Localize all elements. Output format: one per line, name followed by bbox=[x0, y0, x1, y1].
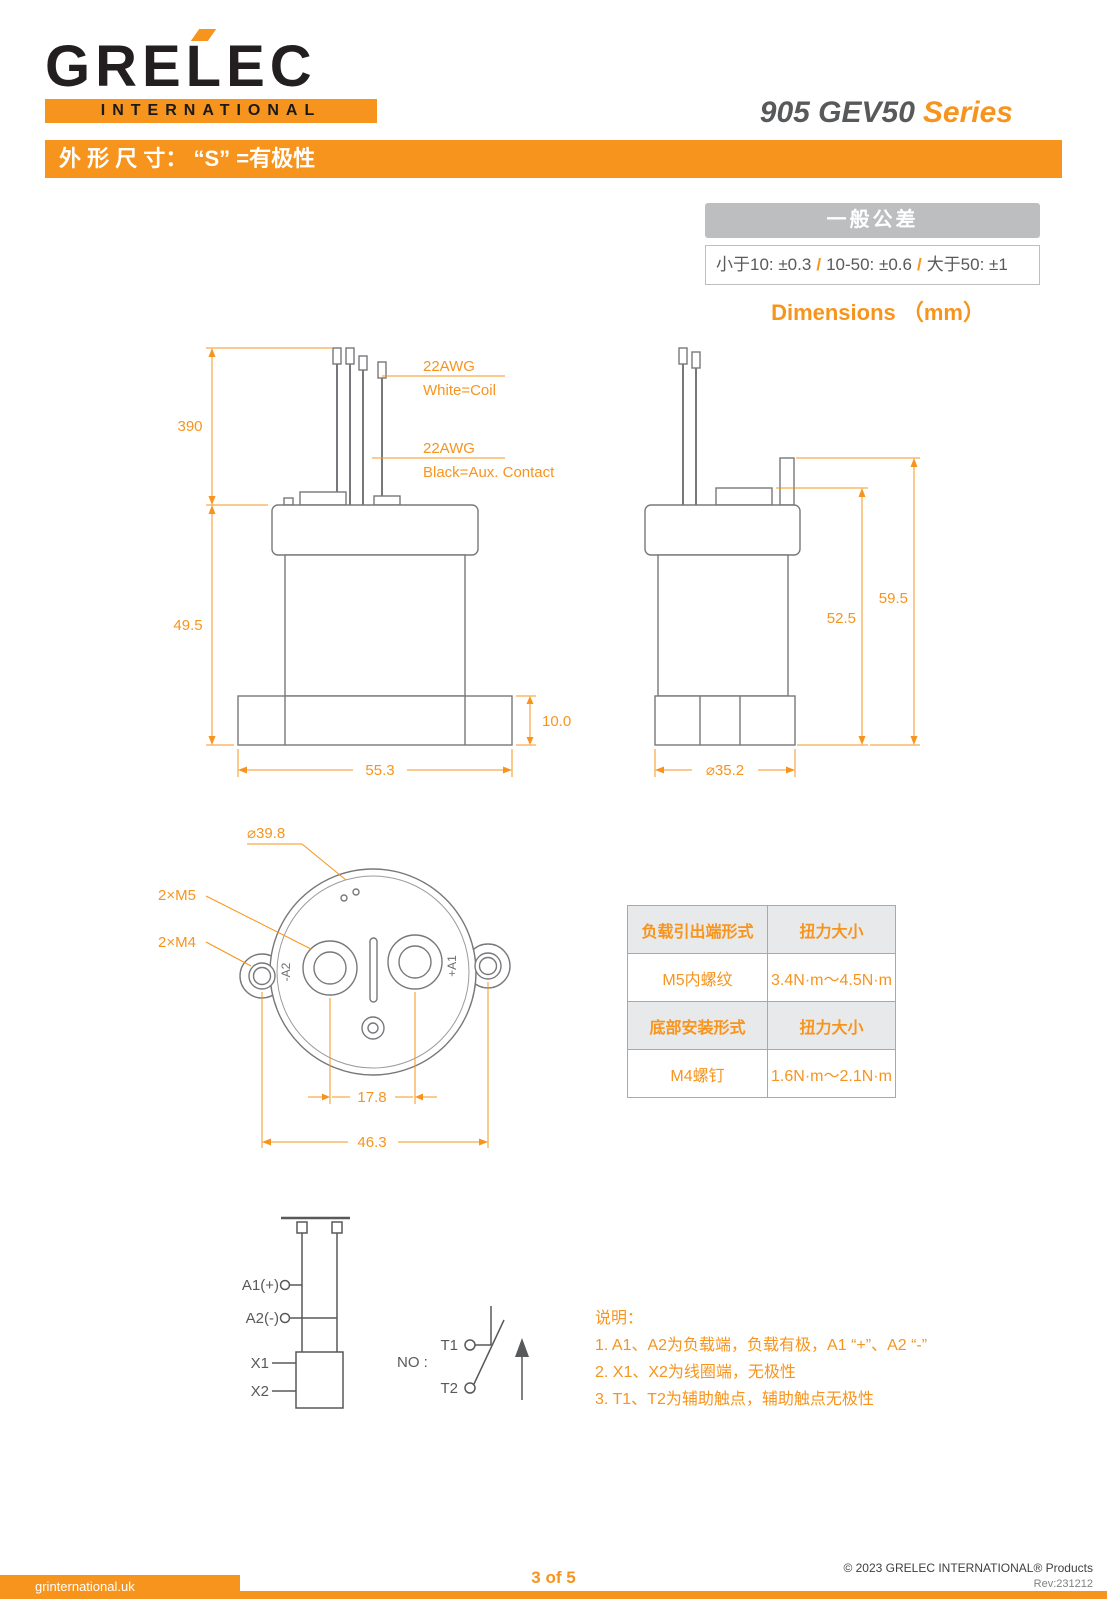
svg-text:52.5: 52.5 bbox=[827, 610, 856, 627]
dimensions-title: Dimensions （mm） bbox=[771, 300, 985, 325]
torque-table: 负载引出端形式 扭力大小 M5内螺纹 3.4N·m～4.5N·m 底部安装形式 … bbox=[627, 905, 896, 1098]
center-slot bbox=[369, 937, 378, 1003]
side-wires bbox=[678, 347, 701, 505]
terminal-a2-symbol: A2(-) bbox=[246, 1310, 337, 1327]
front-view-drawing: 22AWG White=Coil 22AWG Black=Aux. Contac… bbox=[173, 347, 571, 779]
svg-text:T2: T2 bbox=[440, 1380, 458, 1397]
logo-wordmark: GRELEC bbox=[45, 34, 317, 99]
torque-cell-m5: M5内螺纹 bbox=[627, 953, 768, 1002]
dim-total-height: 59.5 bbox=[796, 457, 920, 746]
svg-text:X2: X2 bbox=[251, 1383, 269, 1400]
footer-page-number: 3 of 5 bbox=[531, 1568, 576, 1587]
aux-contact-symbol: NO : T1 T2 bbox=[397, 1306, 529, 1400]
notes-block: 说明： 1. A1、A2为负载端，负载有极，A1 “+”、A2 “-” 2. X… bbox=[595, 1305, 927, 1413]
table-row: M4螺钉 1.6N·m～2.1N·m bbox=[627, 1049, 896, 1098]
tolerance-title: 一般公差 bbox=[705, 203, 1040, 238]
svg-text:⌀39.8: ⌀39.8 bbox=[247, 825, 285, 842]
aux-wire-gauge-label: 22AWG bbox=[423, 440, 475, 457]
section-banner: 外 形 尺 寸： “S” =有极性 bbox=[45, 140, 1062, 178]
svg-text:10.0: 10.0 bbox=[542, 713, 571, 730]
svg-text:59.5: 59.5 bbox=[879, 590, 908, 607]
footer-copyright: © 2023 GRELEC INTERNATIONAL® Products bbox=[843, 1561, 1093, 1575]
table-row: 负载引出端形式 扭力大小 bbox=[627, 905, 896, 954]
coil-wire-label: White=Coil bbox=[423, 382, 496, 399]
terminal-marking-a1: +A1 bbox=[445, 955, 459, 977]
label-terminal-thread: 2×M5 bbox=[158, 887, 312, 950]
terminal-a1-symbol: A1(+) bbox=[242, 1277, 302, 1294]
svg-text:⌀35.2: ⌀35.2 bbox=[706, 762, 744, 779]
tolerance-seg2: 10-50: ±0.6 bbox=[826, 255, 912, 274]
relay-top-body: -A2 +A1 bbox=[239, 868, 511, 1076]
svg-text:17.8: 17.8 bbox=[357, 1089, 386, 1106]
coil-symbol bbox=[295, 1351, 344, 1409]
logo-international-bar: INTERNATIONAL bbox=[45, 99, 377, 123]
torque-header-mount-type: 底部安装形式 bbox=[627, 1001, 768, 1050]
coil-wire-gauge-label: 22AWG bbox=[423, 358, 475, 375]
torque-header-terminal-type: 负载引出端形式 bbox=[627, 905, 768, 954]
terminal-a1 bbox=[387, 934, 443, 990]
tolerance-values: 小于10: ±0.3/10-50: ±0.6/大于50: ±1 bbox=[705, 245, 1040, 285]
tolerance-seg1: 小于10: ±0.3 bbox=[716, 255, 812, 274]
dim-wire-length: 390 bbox=[177, 347, 332, 506]
torque-cell-m4: M4螺钉 bbox=[627, 1049, 768, 1098]
aux-wire-label: Black=Aux. Contact bbox=[423, 464, 555, 481]
dim-cover-diameter: ⌀39.8 bbox=[247, 825, 347, 881]
torque-cell-m5-value: 3.4N·m～4.5N·m bbox=[767, 953, 896, 1002]
dim-body-diameter: ⌀35.2 bbox=[654, 749, 796, 779]
note-line-2: 2. X1、X2为线圈端，无极性 bbox=[595, 1364, 796, 1381]
footer-bar bbox=[0, 1591, 1107, 1599]
svg-text:46.3: 46.3 bbox=[357, 1134, 386, 1151]
torque-cell-m4-value: 1.6N·m～2.1N·m bbox=[767, 1049, 896, 1098]
load-contact-symbol bbox=[281, 1216, 350, 1352]
coil-wires bbox=[332, 347, 387, 505]
svg-text:T1: T1 bbox=[440, 1337, 458, 1354]
svg-text:A2(-): A2(-) bbox=[246, 1310, 279, 1327]
label-mount-thread: 2×M4 bbox=[158, 934, 252, 967]
svg-text:390: 390 bbox=[177, 418, 202, 435]
svg-text:55.3: 55.3 bbox=[365, 762, 394, 779]
vent-hole bbox=[361, 1016, 385, 1040]
svg-text:NO :: NO : bbox=[397, 1354, 428, 1371]
dim-flange-height: 10.0 bbox=[516, 695, 571, 746]
tolerance-sep1: / bbox=[816, 255, 822, 274]
terminal-a2 bbox=[302, 940, 358, 996]
relay-front-body bbox=[237, 491, 513, 746]
note-line-1: 1. A1、A2为负载端，负载有极，A1 “+”、A2 “-” bbox=[595, 1337, 928, 1354]
svg-text:2×M4: 2×M4 bbox=[158, 934, 196, 951]
svg-text:2×M5: 2×M5 bbox=[158, 887, 196, 904]
svg-text:A1(+): A1(+) bbox=[242, 1277, 279, 1294]
dim-aux-height: 52.5 bbox=[776, 487, 868, 746]
dim-mount-spacing: 46.3 bbox=[261, 982, 489, 1151]
tolerance-sep2: / bbox=[916, 255, 922, 274]
svg-text:X1: X1 bbox=[251, 1355, 269, 1372]
logo: GRELEC INTERNATIONAL bbox=[45, 29, 377, 123]
terminal-marking-a2: -A2 bbox=[279, 962, 293, 981]
coil-terminals: X1 X2 bbox=[251, 1355, 296, 1400]
actuation-arrow-icon bbox=[515, 1338, 529, 1357]
series-word: Series bbox=[922, 96, 1013, 129]
svg-text:49.5: 49.5 bbox=[173, 617, 202, 634]
footer-site-link[interactable]: grinternational.uk bbox=[0, 1575, 240, 1599]
schematic-drawing: A1(+) A2(-) X1 X2 NO : T1 T2 bbox=[242, 1216, 529, 1409]
tolerance-seg3: 大于50: ±1 bbox=[926, 255, 1008, 274]
torque-header-torque: 扭力大小 bbox=[767, 905, 896, 954]
table-row: 底部安装形式 扭力大小 bbox=[627, 1001, 896, 1050]
dim-body-height: 49.5 bbox=[173, 505, 234, 746]
top-view-drawing: -A2 +A1 ⌀39.8 2×M5 2×M4 17.8 bbox=[158, 825, 511, 1151]
footer-revision: Rev:231212 bbox=[1033, 1578, 1093, 1590]
torque-header-torque2: 扭力大小 bbox=[767, 1001, 896, 1050]
side-view-drawing: 52.5 59.5 ⌀35.2 bbox=[644, 347, 920, 779]
notes-title: 说明： bbox=[595, 1310, 644, 1327]
dim-flange-width: 55.3 bbox=[237, 749, 513, 779]
relay-side-body bbox=[644, 457, 801, 746]
table-row: M5内螺纹 3.4N·m～4.5N·m bbox=[627, 953, 896, 1002]
series-model: 905 GEV50 bbox=[759, 96, 915, 129]
note-line-3: 3. T1、T2为辅助触点，辅助触点无极性 bbox=[595, 1391, 874, 1408]
dim-terminal-spacing: 17.8 bbox=[308, 992, 437, 1106]
